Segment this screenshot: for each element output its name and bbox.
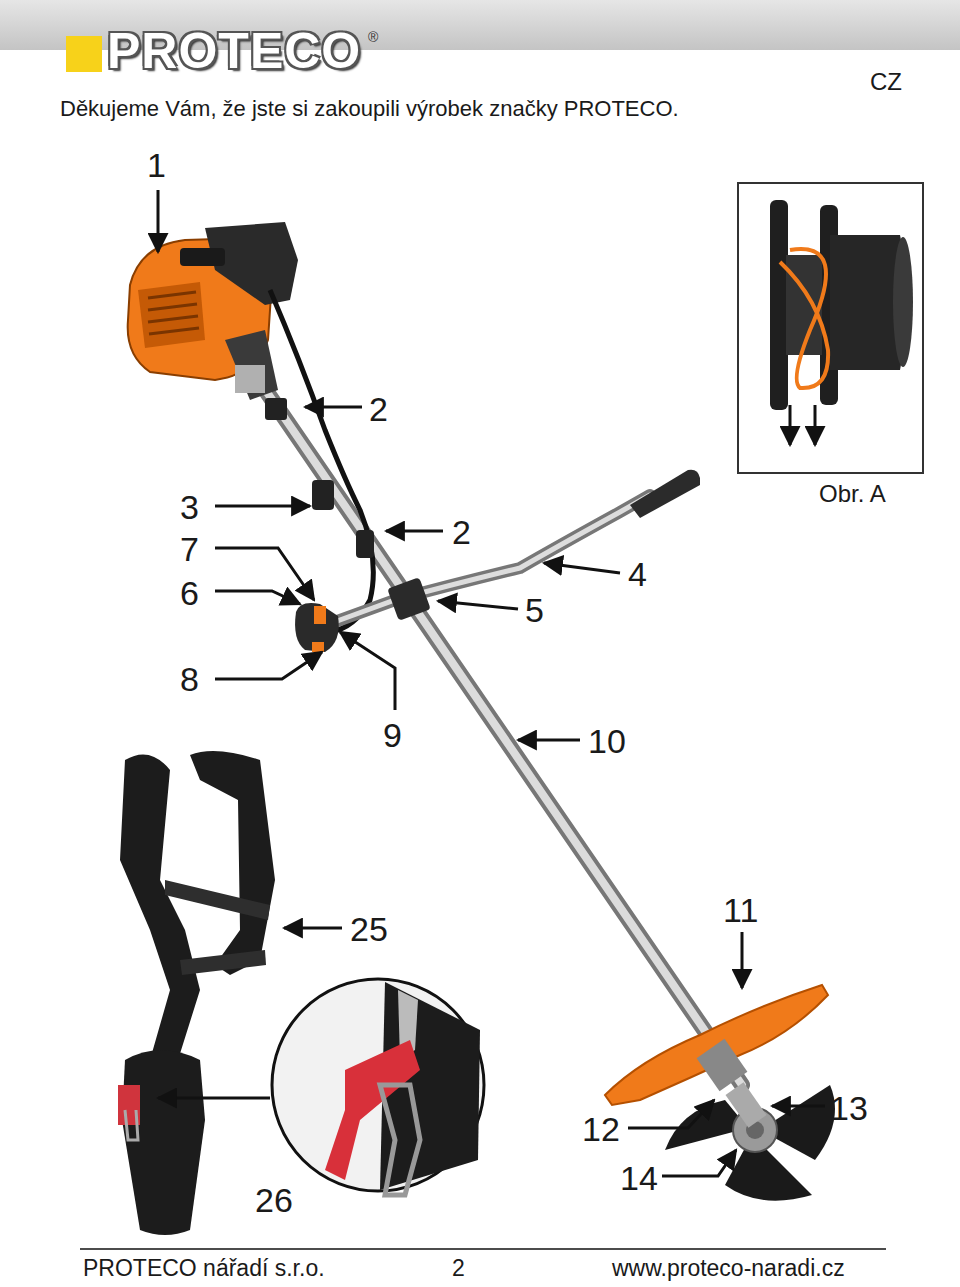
footer-rule bbox=[80, 1248, 886, 1250]
handle-clamp bbox=[387, 577, 431, 621]
callout-number: 13 bbox=[830, 1091, 868, 1125]
callout-number: 25 bbox=[350, 912, 388, 946]
footer-url: www.proteco-naradi.cz bbox=[612, 1257, 845, 1280]
callout-number: 5 bbox=[525, 593, 544, 627]
page-number: 2 bbox=[452, 1257, 465, 1280]
page-title: Děkujeme Vám, že jste si zakoupili výrob… bbox=[60, 98, 679, 120]
cable-clip bbox=[356, 530, 374, 558]
handlebar-highlight bbox=[318, 495, 650, 628]
callout-number: 1 bbox=[147, 148, 166, 182]
harness bbox=[118, 751, 275, 1235]
registered-mark: ® bbox=[368, 30, 378, 44]
logo-square bbox=[66, 36, 102, 72]
callout-number: 2 bbox=[452, 515, 471, 549]
cable-clip bbox=[265, 398, 287, 420]
callout-number: 9 bbox=[383, 718, 402, 752]
callout-number: 4 bbox=[628, 557, 647, 591]
guard-clamp bbox=[697, 1039, 748, 1091]
figure-caption: Obr. A bbox=[819, 482, 886, 506]
right-grip bbox=[630, 470, 700, 518]
callout-number: 8 bbox=[180, 662, 199, 696]
leader-lines bbox=[158, 190, 825, 1176]
left-grip bbox=[295, 603, 339, 652]
throttle-trigger bbox=[314, 606, 326, 624]
footer-company: PROTECO nářadí s.r.o. bbox=[83, 1257, 325, 1280]
callout-number: 26 bbox=[255, 1183, 293, 1217]
language-code: CZ bbox=[870, 70, 902, 94]
callout-number: 10 bbox=[588, 724, 626, 758]
detail-circle bbox=[272, 979, 484, 1195]
leader-line bbox=[158, 1097, 270, 1100]
callout-number: 6 bbox=[180, 576, 199, 610]
callout-number: 3 bbox=[180, 490, 199, 524]
shaft-highlight bbox=[262, 385, 742, 1085]
callout-number: 2 bbox=[369, 392, 388, 426]
callout-number: 14 bbox=[620, 1161, 658, 1195]
figure-frame: Obr. A bbox=[737, 182, 924, 474]
spool-illustration bbox=[770, 200, 913, 445]
callout-number: 12 bbox=[582, 1112, 620, 1146]
callout-number: 11 bbox=[723, 893, 758, 927]
cable-clip bbox=[312, 480, 334, 510]
logo-text: PROTECO bbox=[107, 26, 361, 76]
switch bbox=[312, 642, 324, 652]
gear-head bbox=[726, 1082, 767, 1127]
throttle-cable bbox=[270, 290, 373, 632]
shaft bbox=[262, 385, 742, 1085]
handlebar bbox=[318, 495, 650, 628]
blade-guard bbox=[605, 985, 828, 1105]
callout-number: 7 bbox=[180, 532, 199, 566]
engine bbox=[128, 222, 298, 400]
